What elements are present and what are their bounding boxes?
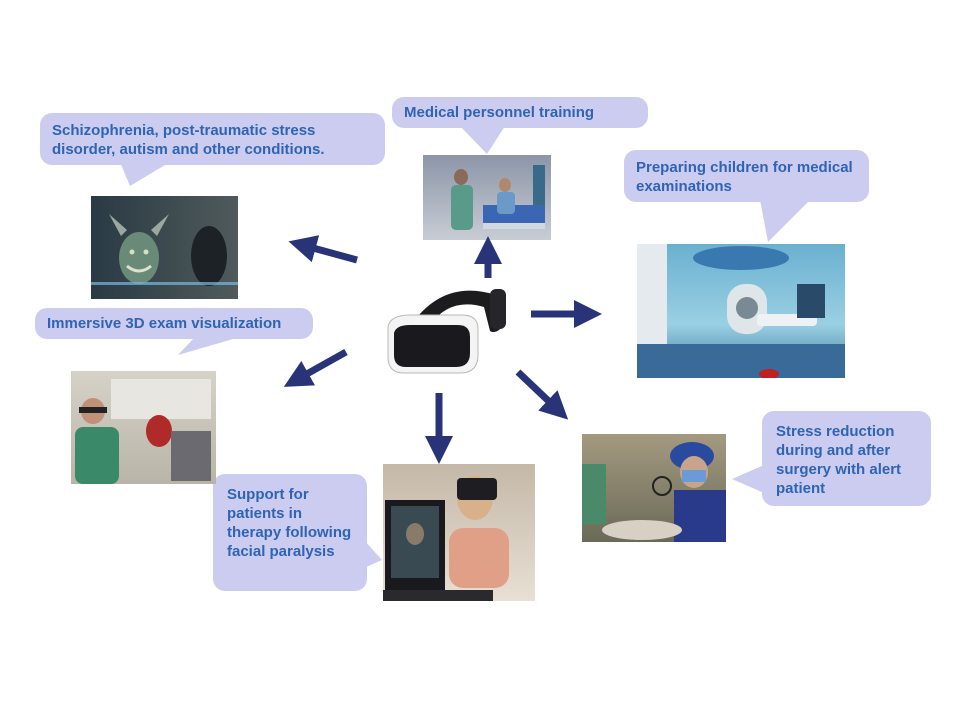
callout-schizophrenia-tail (120, 162, 170, 186)
callout-schizophrenia: Schizophrenia, post-traumatic stress dis… (40, 113, 385, 165)
callout-stress: Stress reduction during and after surger… (762, 411, 931, 506)
callout-facial-tail (364, 540, 382, 568)
photo-3d-exam-visualization (71, 371, 216, 484)
photo-children-exam-room (637, 244, 845, 378)
callout-facial-text: Support for patients in therapy followin… (227, 486, 352, 560)
arrow-to-exam3d (283, 348, 348, 387)
callout-training-tail (460, 126, 505, 154)
patient-vr-therapy-icon (383, 476, 509, 601)
callout-facial: Support for patients in therapy followin… (213, 474, 367, 591)
callout-training: Medical personnel training (392, 97, 648, 128)
callout-children: Preparing children for medical examinati… (624, 150, 869, 202)
demon-face-icon (91, 214, 238, 286)
callout-exam3d: Immersive 3D exam visualization (35, 308, 313, 339)
callout-exam3d-text: Immersive 3D exam visualization (47, 315, 282, 332)
photo-facial-therapy (383, 464, 535, 601)
callout-schizophrenia-text: Schizophrenia, post-traumatic stress dis… (52, 122, 325, 158)
vr-headset (386, 285, 508, 377)
photo-schizophrenia-demon (91, 196, 238, 299)
callout-exam3d-tail (178, 337, 240, 355)
doctor-hologram-icon (75, 379, 211, 484)
photo-surgery-alert-patient (582, 434, 726, 542)
callout-children-tail (760, 200, 810, 242)
vr-headset-icon (387, 289, 506, 374)
mri-room-icon (637, 244, 845, 378)
photo-medical-training (423, 155, 551, 240)
arrow-to-schizophrenia (288, 235, 358, 264)
callout-stress-text: Stress reduction during and after surger… (776, 423, 902, 497)
callout-stress-tail (732, 465, 764, 493)
training-scene-icon (451, 165, 545, 230)
callout-children-text: Preparing children for medical examinati… (636, 159, 853, 195)
callout-training-text: Medical personnel training (404, 104, 595, 121)
arrow-to-stress (515, 369, 569, 420)
surgeon-icon (582, 442, 726, 542)
